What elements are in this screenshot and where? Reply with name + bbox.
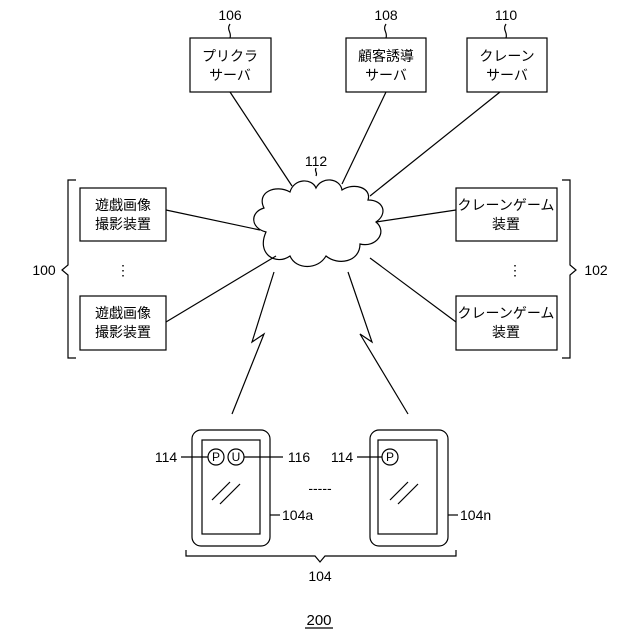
left-device-1-line2: 撮影装置 bbox=[95, 216, 151, 232]
terminal-104a-glare bbox=[220, 484, 240, 504]
right-group-brace bbox=[562, 180, 576, 358]
terminals-ref-104: 104 bbox=[308, 568, 332, 584]
network-cloud bbox=[254, 180, 383, 267]
terminal-ref-104a: 104a bbox=[282, 507, 313, 523]
server-ref-110: 110 bbox=[495, 7, 518, 23]
leader-106 bbox=[229, 24, 231, 38]
left-group-ellipsis: ⋮ bbox=[116, 262, 130, 278]
left-device-box-1 bbox=[80, 188, 166, 241]
wireless-link-104a bbox=[232, 272, 274, 414]
left-device-2-line2: 撮影装置 bbox=[95, 324, 151, 340]
terminal-104a-ref-114: 114 bbox=[155, 449, 178, 465]
terminal-104a-u-letter: U bbox=[232, 450, 241, 464]
terminal-104a-ref-116: 116 bbox=[288, 449, 311, 465]
server-label-110-line2: サーバ bbox=[486, 67, 528, 83]
terminal-104n-body bbox=[370, 430, 448, 546]
leader-110 bbox=[505, 24, 507, 38]
wireless-link-104n bbox=[348, 272, 408, 414]
link-left-device-2 bbox=[166, 256, 276, 322]
right-device-1-line1: クレーンゲーム bbox=[458, 197, 555, 213]
server-label-108-line1: 顧客誘導 bbox=[358, 48, 414, 64]
terminal-104n-ref-114: 114 bbox=[331, 449, 354, 465]
figure-ref-200: 200 bbox=[306, 612, 331, 629]
terminals-between-dashes: ----- bbox=[308, 480, 332, 496]
link-right-device-1 bbox=[376, 210, 456, 222]
terminal-104n-p-letter: P bbox=[386, 450, 394, 464]
left-device-1-line1: 遊戯画像 bbox=[95, 197, 151, 213]
link-right-device-2 bbox=[370, 258, 456, 322]
server-label-106-line2: サーバ bbox=[209, 67, 251, 83]
terminal-ref-104n: 104n bbox=[460, 507, 491, 523]
server-label-106-line1: プリクラ bbox=[202, 48, 258, 64]
left-group-brace bbox=[62, 180, 76, 358]
leader-112 bbox=[315, 168, 316, 176]
network-ref-112: 112 bbox=[305, 153, 328, 169]
right-device-2-line2: 装置 bbox=[492, 324, 520, 340]
terminals-brace bbox=[186, 550, 456, 562]
server-box-108 bbox=[346, 38, 426, 92]
server-label-108-line2: サーバ bbox=[365, 67, 407, 83]
right-group-ref-102: 102 bbox=[584, 262, 608, 278]
terminal-104a-p-letter: P bbox=[212, 450, 220, 464]
terminal-104n-glare bbox=[398, 484, 418, 504]
right-device-box-1 bbox=[456, 188, 557, 241]
terminal-104a-body bbox=[192, 430, 270, 546]
link-server-108 bbox=[342, 92, 386, 184]
left-device-2-line1: 遊戯画像 bbox=[95, 305, 151, 321]
right-device-2-line1: クレーンゲーム bbox=[458, 305, 555, 321]
server-box-110 bbox=[467, 38, 547, 92]
server-box-106 bbox=[190, 38, 271, 92]
right-group-ellipsis: ⋮ bbox=[508, 262, 522, 278]
server-ref-106: 106 bbox=[218, 7, 242, 23]
link-left-device-1 bbox=[166, 210, 260, 230]
server-label-110-line1: クレーン bbox=[479, 48, 534, 64]
server-ref-108: 108 bbox=[374, 7, 398, 23]
right-device-1-line2: 装置 bbox=[492, 216, 520, 232]
link-server-106 bbox=[230, 92, 292, 186]
leader-108 bbox=[385, 24, 387, 38]
link-server-110 bbox=[370, 92, 500, 196]
left-group-ref-100: 100 bbox=[32, 262, 56, 278]
